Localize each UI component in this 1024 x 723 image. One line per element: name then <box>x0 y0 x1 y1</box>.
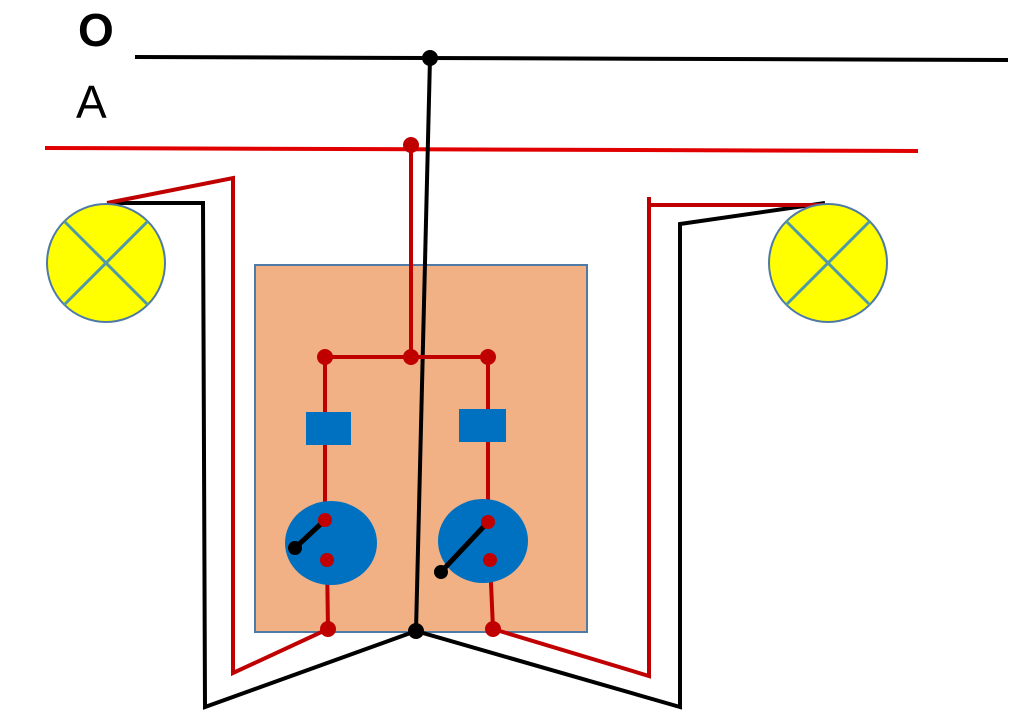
left-bottom-junction-dot <box>320 621 336 637</box>
right-bottom-junction-dot <box>485 621 501 637</box>
left-lamp-icon <box>46 203 166 323</box>
left-lamp-wire <box>106 175 329 677</box>
neutral-wire <box>134 55 1009 62</box>
phase-top-junction-dot <box>403 137 419 153</box>
phase-label: A <box>76 76 107 128</box>
neutral-drop-wire <box>414 57 432 632</box>
neutral-return-left <box>107 201 417 710</box>
right-branch-junction-dot <box>480 349 496 365</box>
phase-bus-wire <box>44 146 919 153</box>
left-fuse-icon <box>306 412 351 445</box>
right-lamp-wire <box>492 197 651 679</box>
right-fuse-icon <box>459 409 506 442</box>
right-lamp-icon <box>768 203 888 323</box>
left-branch-junction-dot <box>317 349 333 365</box>
right-switch-icon <box>434 499 528 583</box>
neutral-label: O <box>78 4 114 56</box>
neutral-return-right <box>415 201 826 710</box>
neutral-top-junction-dot <box>422 50 438 66</box>
neutral-bottom-junction-dot <box>408 623 424 639</box>
phase-split-junction-dot <box>403 349 419 365</box>
left-switch-icon <box>285 501 377 585</box>
